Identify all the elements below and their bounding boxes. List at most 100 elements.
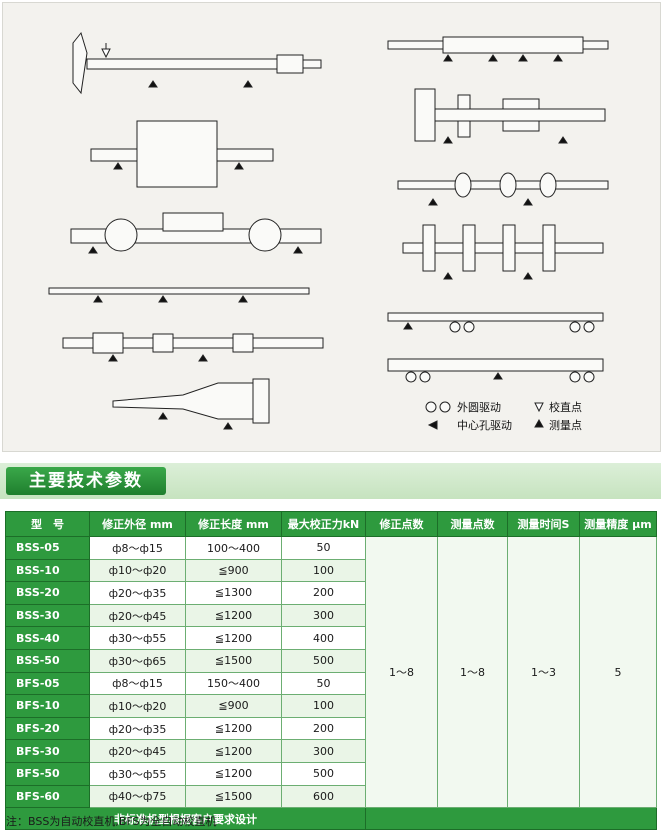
cell-length: ≦1200 [185, 626, 282, 650]
footnote: 注：BSS为自动校直机,BFS为全自动校直机 [6, 815, 217, 828]
column-header: 测量精度 μm [579, 511, 657, 537]
cell-model: BSS-20 [5, 581, 90, 605]
cell-merged-correction-points: 1～8 [365, 535, 438, 809]
cell-model: BFS-05 [5, 671, 90, 696]
cell-diameter: ф30～ф65 [89, 648, 186, 673]
cell-diameter: ф20～ф35 [89, 581, 186, 605]
shaft-bar-rollers [387, 358, 604, 383]
legend-center-drive: 中心孔驱动 [457, 419, 512, 432]
cell-force: 100 [281, 558, 366, 583]
cell-length: ≦1500 [185, 784, 282, 809]
column-header: 测量点数 [437, 511, 508, 537]
cell-force: 300 [281, 739, 366, 763]
shaft-long-thin [48, 287, 310, 303]
cell-model: BSS-50 [5, 648, 90, 673]
table-footer-row: 非标准机型根据客户要求设计 [5, 807, 657, 831]
shaft-rod-rollers [387, 312, 604, 333]
shaft-diagram-svg: 外圆驱动 校直点 中心孔驱动 测量点 [48, 31, 609, 432]
shaft-axle [70, 212, 322, 254]
cell-force: 600 [281, 784, 366, 809]
shaft-diagrams: 外圆驱动 校直点 中心孔驱动 测量点 [2, 2, 661, 452]
section-title: 主要技术参数 [6, 467, 166, 495]
column-header: 测量时间S [507, 511, 580, 537]
cell-diameter: ф8～ф15 [89, 671, 186, 696]
shaft-tapered [112, 378, 270, 430]
cell-force: 200 [281, 716, 366, 741]
cell-merged-measure-time: 1～3 [507, 535, 580, 809]
cell-diameter: ф20～ф35 [89, 716, 186, 741]
cell-diameter: ф40～ф75 [89, 784, 186, 809]
cell-force: 500 [281, 761, 366, 786]
cell-model: BSS-40 [5, 626, 90, 650]
cell-force: 50 [281, 536, 366, 560]
legend-straighten-point: 校直点 [549, 400, 582, 414]
cell-diameter: ф30～ф55 [89, 626, 186, 650]
cell-force: 200 [281, 581, 366, 605]
cell-merged-accuracy: 5 [579, 535, 657, 809]
shaft-flange [72, 31, 322, 95]
cell-model: BFS-20 [5, 716, 90, 741]
cell-model: BFS-30 [5, 739, 90, 763]
cell-model: BFS-50 [5, 761, 90, 786]
footer-note: 非标准机型根据客户要求设计 [5, 807, 366, 831]
footer-blank [365, 807, 657, 831]
cell-force: 100 [281, 694, 366, 718]
column-header: 型 号 [5, 511, 90, 537]
cell-model: BSS-10 [5, 558, 90, 583]
cell-diameter: ф10～ф20 [89, 558, 186, 583]
cell-force: 400 [281, 626, 366, 650]
cell-force: 50 [281, 671, 366, 696]
cell-length: ≦1300 [185, 581, 282, 605]
cell-length: ≦1200 [185, 761, 282, 786]
shaft-stepped [62, 332, 324, 362]
cell-diameter: ф10～ф20 [89, 694, 186, 718]
shaft-crankshaft [402, 224, 604, 280]
cell-diameter: ф20～ф45 [89, 603, 186, 628]
legend-measure-point: 测量点 [549, 419, 582, 432]
column-header: 最大校正力kN [281, 511, 366, 537]
shaft-camshaft [397, 172, 609, 206]
measure-point-icon [534, 418, 544, 428]
cell-diameter: ф20～ф45 [89, 739, 186, 763]
cell-model: BSS-30 [5, 603, 90, 628]
legend-outer-drive: 外圆驱动 [457, 401, 501, 414]
cell-diameter: ф8～ф15 [89, 536, 186, 560]
column-header: 修正外径 mm [89, 511, 186, 537]
center-drive-icon [427, 420, 438, 430]
cell-diameter: ф30～ф55 [89, 761, 186, 786]
straighten-point-icon [534, 402, 544, 413]
cell-merged-measure-points: 1～8 [437, 535, 508, 809]
outer-drive-icon [425, 401, 437, 413]
cell-model: BFS-10 [5, 694, 90, 718]
shaft-housing [90, 120, 274, 188]
cell-length: ≦1500 [185, 648, 282, 673]
cell-length: 100～400 [185, 536, 282, 560]
cell-force: 500 [281, 648, 366, 673]
cell-length: ≦900 [185, 558, 282, 583]
cell-model: BSS-05 [5, 536, 90, 560]
column-header: 修正长度 mm [185, 511, 282, 537]
shaft-gear-top [387, 36, 609, 62]
column-header: 修正点数 [365, 511, 438, 537]
cell-model: BFS-60 [5, 784, 90, 809]
cell-length: ≦1200 [185, 739, 282, 763]
shaft-gear-cluster [414, 88, 606, 144]
cell-length: ≦1200 [185, 603, 282, 628]
cell-force: 300 [281, 603, 366, 628]
cell-length: 150～400 [185, 671, 282, 696]
cell-length: ≦900 [185, 694, 282, 718]
cell-length: ≦1200 [185, 716, 282, 741]
